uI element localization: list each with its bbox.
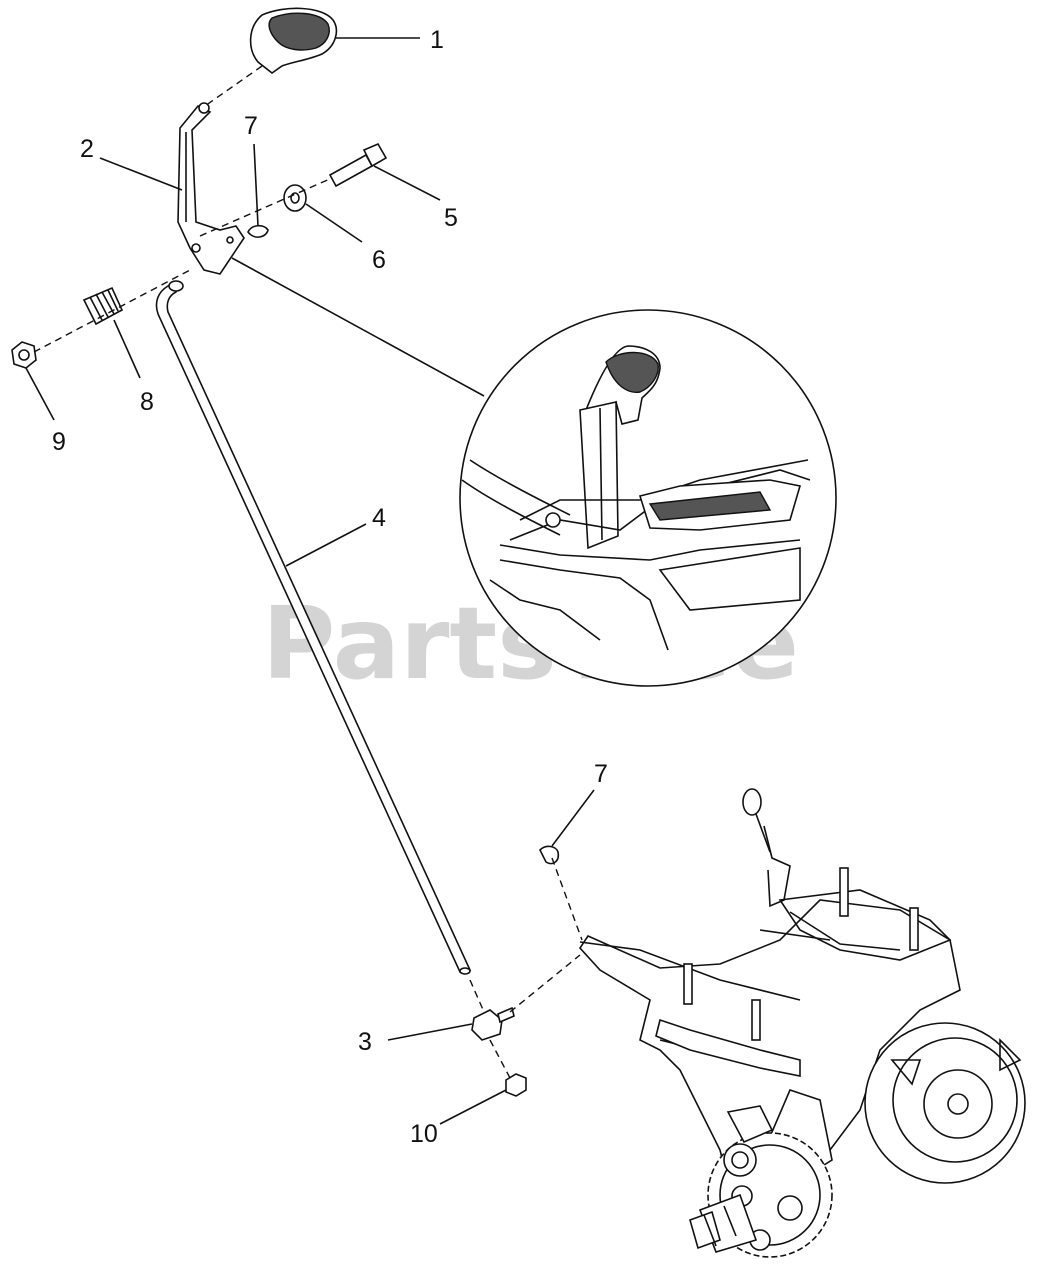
bolt-dash bbox=[199, 177, 333, 237]
callout-3: 3 bbox=[358, 1028, 372, 1056]
leader-2 bbox=[99, 157, 183, 191]
spring-dash bbox=[33, 269, 191, 353]
clip-bottom bbox=[539, 845, 560, 865]
callout-10: 10 bbox=[410, 1120, 438, 1148]
shift-lever bbox=[177, 102, 245, 275]
knob-dash bbox=[204, 65, 263, 107]
clip-top bbox=[247, 224, 269, 238]
bolt bbox=[328, 142, 388, 188]
ferrule bbox=[471, 1006, 515, 1041]
leader-3 bbox=[387, 1023, 473, 1041]
callout-9: 9 bbox=[52, 428, 66, 456]
ferrule-dash-down bbox=[489, 1039, 511, 1079]
leader-7a bbox=[253, 143, 259, 227]
callout-2: 2 bbox=[80, 135, 94, 163]
leader-4 bbox=[285, 523, 367, 567]
leader-5 bbox=[373, 165, 441, 201]
callout-8: 8 bbox=[140, 388, 154, 416]
leader-6 bbox=[305, 203, 363, 243]
transmission-assembly bbox=[578, 788, 1026, 1258]
callout-6: 6 bbox=[372, 246, 386, 274]
leader-8 bbox=[113, 319, 141, 379]
callout-7-bottom: 7 bbox=[594, 760, 608, 788]
spring bbox=[82, 286, 124, 326]
washer bbox=[283, 184, 307, 212]
leader-7b bbox=[551, 789, 595, 847]
nut-bottom bbox=[505, 1073, 527, 1097]
shift-rod bbox=[155, 280, 472, 975]
nut-top bbox=[11, 341, 37, 369]
ferrule-dash-up bbox=[469, 979, 485, 1013]
callout-4: 4 bbox=[372, 504, 386, 532]
ferrule-dash-right bbox=[509, 954, 581, 1013]
callout-5: 5 bbox=[444, 204, 458, 232]
leader-9 bbox=[25, 367, 55, 421]
callout-1: 1 bbox=[430, 26, 444, 54]
clip-dash bbox=[551, 857, 583, 941]
leader-10 bbox=[439, 1089, 507, 1125]
shift-knob bbox=[249, 7, 338, 74]
callout-7-top: 7 bbox=[244, 112, 258, 140]
detail-inset bbox=[231, 257, 837, 687]
